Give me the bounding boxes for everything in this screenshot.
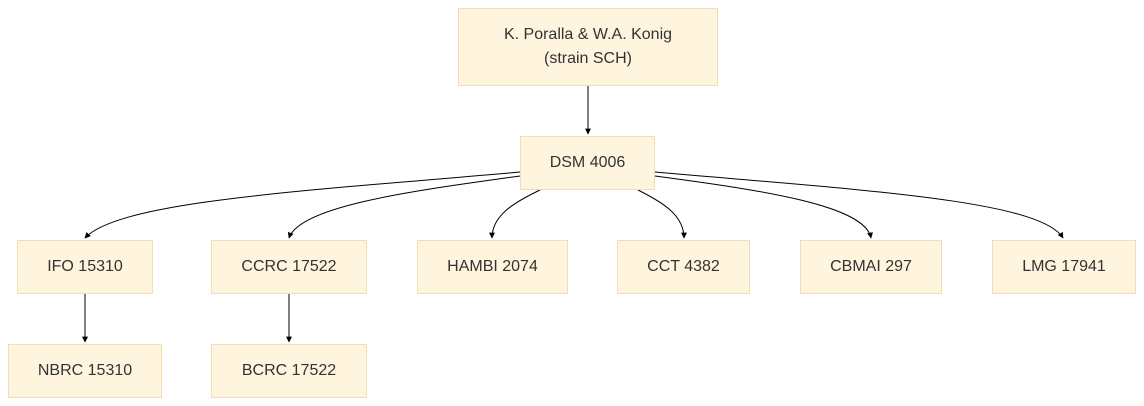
node-hambi-label: HAMBI 2074 [447,258,538,275]
edge-dsm-to-cbmai [654,175,873,239]
node-cct-label: CCT 4382 [647,258,720,275]
edge-dsm-to-hambi [489,189,541,239]
node-root-strain: K. Poralla & W.A. Konig (strain SCH) [458,8,718,86]
edge-dsm-to-ccrc [287,175,521,239]
node-cbmai-label: CBMAI 297 [830,258,912,275]
node-lmg-label: LMG 17941 [1022,258,1106,275]
node-root-line1: K. Poralla & W.A. Konig [503,26,673,43]
edge-dsm-to-lmg [654,171,1064,239]
node-nbrc-label: NBRC 15310 [37,362,133,379]
node-bcrc: BCRC 17522 [211,344,367,398]
edge-dsm-to-cct [637,189,687,239]
node-hambi: HAMBI 2074 [417,240,568,294]
node-ifo-label: IFO 15310 [47,258,123,275]
node-ccrc-label: CCRC 17522 [241,258,337,275]
node-ccrc: CCRC 17522 [211,240,367,294]
node-cbmai: CBMAI 297 [800,240,942,294]
node-dsm: DSM 4006 [520,136,655,190]
node-cct: CCT 4382 [617,240,750,294]
node-lmg: LMG 17941 [992,240,1136,294]
node-dsm-label: DSM 4006 [549,154,626,171]
node-root-line2: (strain SCH) [543,50,632,67]
node-nbrc: NBRC 15310 [8,344,162,398]
edge-dsm-to-ifo [84,171,521,239]
node-bcrc-label: BCRC 17522 [241,362,337,379]
node-ifo: IFO 15310 [17,240,153,294]
